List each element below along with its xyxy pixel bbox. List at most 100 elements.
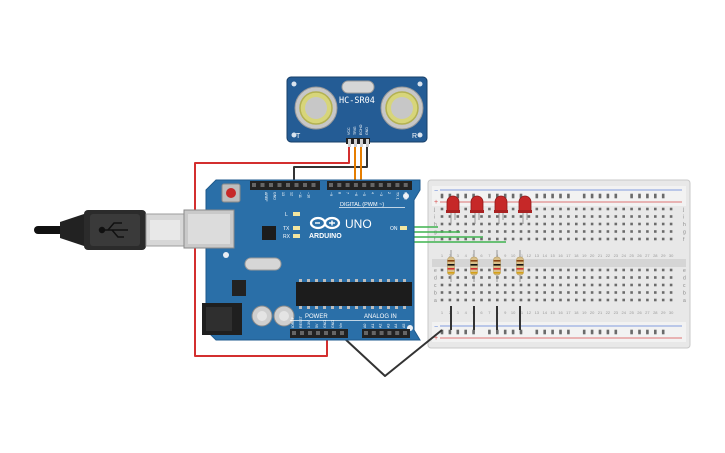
- row-label: j: [682, 207, 684, 213]
- column-label: 30: [669, 310, 674, 315]
- arduino-logo-icon: [309, 216, 341, 230]
- wire-5v-red: [194, 145, 350, 357]
- row-label: b: [683, 291, 686, 297]
- led-label-l: L: [285, 212, 288, 218]
- sensor-left-mark: T: [296, 133, 301, 140]
- column-label: 26: [637, 253, 642, 258]
- column-label: 30: [669, 253, 674, 258]
- column-label: 1: [441, 310, 444, 315]
- column-label: 13: [535, 310, 540, 315]
- top-pin-label: 7: [346, 192, 350, 194]
- top-pin-label: 4: [371, 192, 375, 194]
- column-label: 8: [496, 253, 499, 258]
- on-label: ON: [390, 226, 398, 232]
- column-label: 29: [661, 310, 666, 315]
- column-label: 11: [519, 310, 524, 315]
- column-label: 26: [637, 310, 642, 315]
- top-pin-label: ~9: [329, 192, 333, 196]
- digital-label: DIGITAL (PWM ~): [340, 202, 384, 208]
- top-pin-label: ~3: [379, 192, 383, 196]
- board-leds: L TX RX ON: [283, 212, 407, 240]
- analog-pin-label: A2: [379, 324, 383, 328]
- breadboard-minus-top: −: [434, 188, 438, 195]
- resistors: [447, 250, 524, 282]
- row-label: j: [433, 207, 435, 213]
- column-label: 3: [457, 310, 460, 315]
- led-4: [518, 195, 532, 224]
- row-label: c: [683, 283, 686, 289]
- power-label: POWER: [305, 314, 328, 320]
- column-label: 17: [566, 310, 571, 315]
- column-label: 15: [550, 310, 555, 315]
- row-label: g: [683, 230, 686, 236]
- top-pin-label: RX 0: [404, 192, 408, 200]
- row-label: d: [683, 276, 686, 282]
- top-pin-label: 8: [337, 192, 341, 194]
- led-1: [446, 195, 460, 224]
- resistor-3: [493, 250, 501, 282]
- column-label: 11: [519, 253, 524, 258]
- column-label: 16: [558, 253, 563, 258]
- column-label: 24: [621, 310, 626, 315]
- analog-label: ANALOG IN: [364, 314, 397, 320]
- breadboard-holes: [440, 193, 673, 335]
- column-label: 7: [488, 253, 491, 258]
- column-label: 25: [629, 253, 634, 258]
- arduino-brand-text: ARDUINO: [309, 233, 342, 240]
- sensor-pin-label: TRIG: [353, 126, 357, 135]
- led-2: [470, 195, 484, 224]
- column-label: 27: [645, 253, 650, 258]
- arduino-model-text: UNO: [345, 217, 372, 231]
- analog-pin-label: A0: [363, 324, 367, 328]
- power-pin-label: Vin: [339, 323, 343, 328]
- row-label: d: [434, 276, 437, 282]
- row-label: h: [683, 222, 686, 228]
- column-label: 14: [542, 310, 547, 315]
- column-label: 10: [511, 253, 516, 258]
- top-pin-label: AREF: [264, 192, 268, 202]
- top-pin-label: GND: [273, 192, 277, 200]
- header-top-right: [327, 181, 412, 190]
- sensor-pin-label: GND: [365, 127, 369, 135]
- atmega-chip: [296, 282, 412, 306]
- breadboard-plus-top: +: [434, 199, 438, 206]
- column-label: 13: [535, 253, 540, 258]
- column-label: 6: [480, 253, 483, 258]
- column-label: 2: [449, 253, 452, 258]
- breadboard-minus-bottom: −: [434, 324, 438, 331]
- column-label: 29: [661, 253, 666, 258]
- column-label: 28: [653, 310, 658, 315]
- column-label: 18: [574, 310, 579, 315]
- column-label: 4: [465, 310, 468, 315]
- column-label: 24: [621, 253, 626, 258]
- top-pin-label: ~5: [362, 192, 366, 196]
- voltage-regulator: [232, 280, 246, 296]
- resistor-2: [470, 250, 478, 282]
- ground-jumpers: [450, 306, 521, 330]
- analog-pin-label: A5: [402, 324, 406, 328]
- bottom-header-pins: [292, 331, 407, 335]
- header-analog: [362, 329, 410, 338]
- row-label: b: [434, 291, 437, 297]
- transducer-left: [294, 86, 338, 130]
- power-pin-label: IOREF: [291, 316, 295, 328]
- column-label: 22: [606, 310, 611, 315]
- led-3: [494, 195, 508, 224]
- column-label: 17: [566, 253, 571, 258]
- row-label: e: [683, 268, 686, 274]
- row-label: i: [434, 215, 435, 221]
- resistor-1: [447, 250, 455, 282]
- row-label: i: [683, 215, 684, 221]
- column-label: 23: [614, 253, 619, 258]
- column-label: 21: [598, 310, 603, 315]
- column-label: 7: [488, 310, 491, 315]
- column-label: 15: [550, 253, 555, 258]
- header-top-left: [250, 181, 320, 190]
- top-pin-label: 12: [290, 192, 294, 196]
- column-label: 23: [614, 310, 619, 315]
